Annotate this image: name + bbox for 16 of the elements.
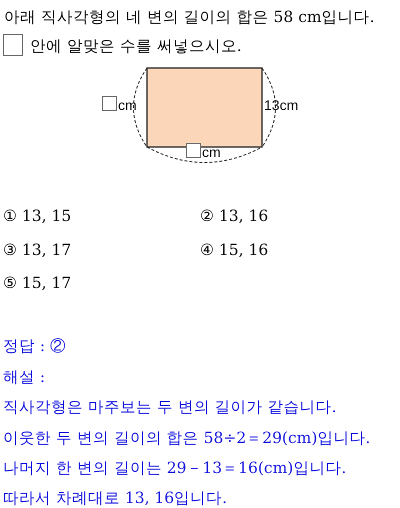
instruction-text: 안에 알맞은 수를 써넣으시오.: [30, 36, 242, 56]
answer-choice: ④ 15, 16: [200, 240, 268, 260]
explanation-text: 직사각형은 마주보는 두 변의 길이가 같습니다.: [3, 397, 337, 417]
answer-choice: ⑤ 15, 17: [3, 273, 72, 293]
explanation-text: 따라서 차례대로 13, 16입니다.: [3, 488, 228, 508]
answer-text: 정답 : ②: [3, 336, 66, 356]
question-text: 아래 직사각형의 네 변의 길이의 합은 58 cm입니다.: [4, 7, 375, 27]
unit-label: cm: [118, 96, 137, 115]
explanation-text: 나머지 한 변의 길이는 29－13＝16(cm)입니다.: [3, 458, 346, 478]
answer-choice: ③ 13, 17: [3, 240, 72, 260]
answer-choice: ① 13, 15: [3, 206, 72, 226]
dimension-label: 13cm: [264, 96, 298, 115]
explanation-heading: 해설 :: [3, 367, 46, 387]
answer-choice: ② 13, 16: [200, 206, 268, 226]
explanation-text: 이웃한 두 변의 길이의 합은 58÷2＝29(cm)입니다.: [3, 428, 370, 448]
unit-label: cm: [202, 143, 221, 162]
